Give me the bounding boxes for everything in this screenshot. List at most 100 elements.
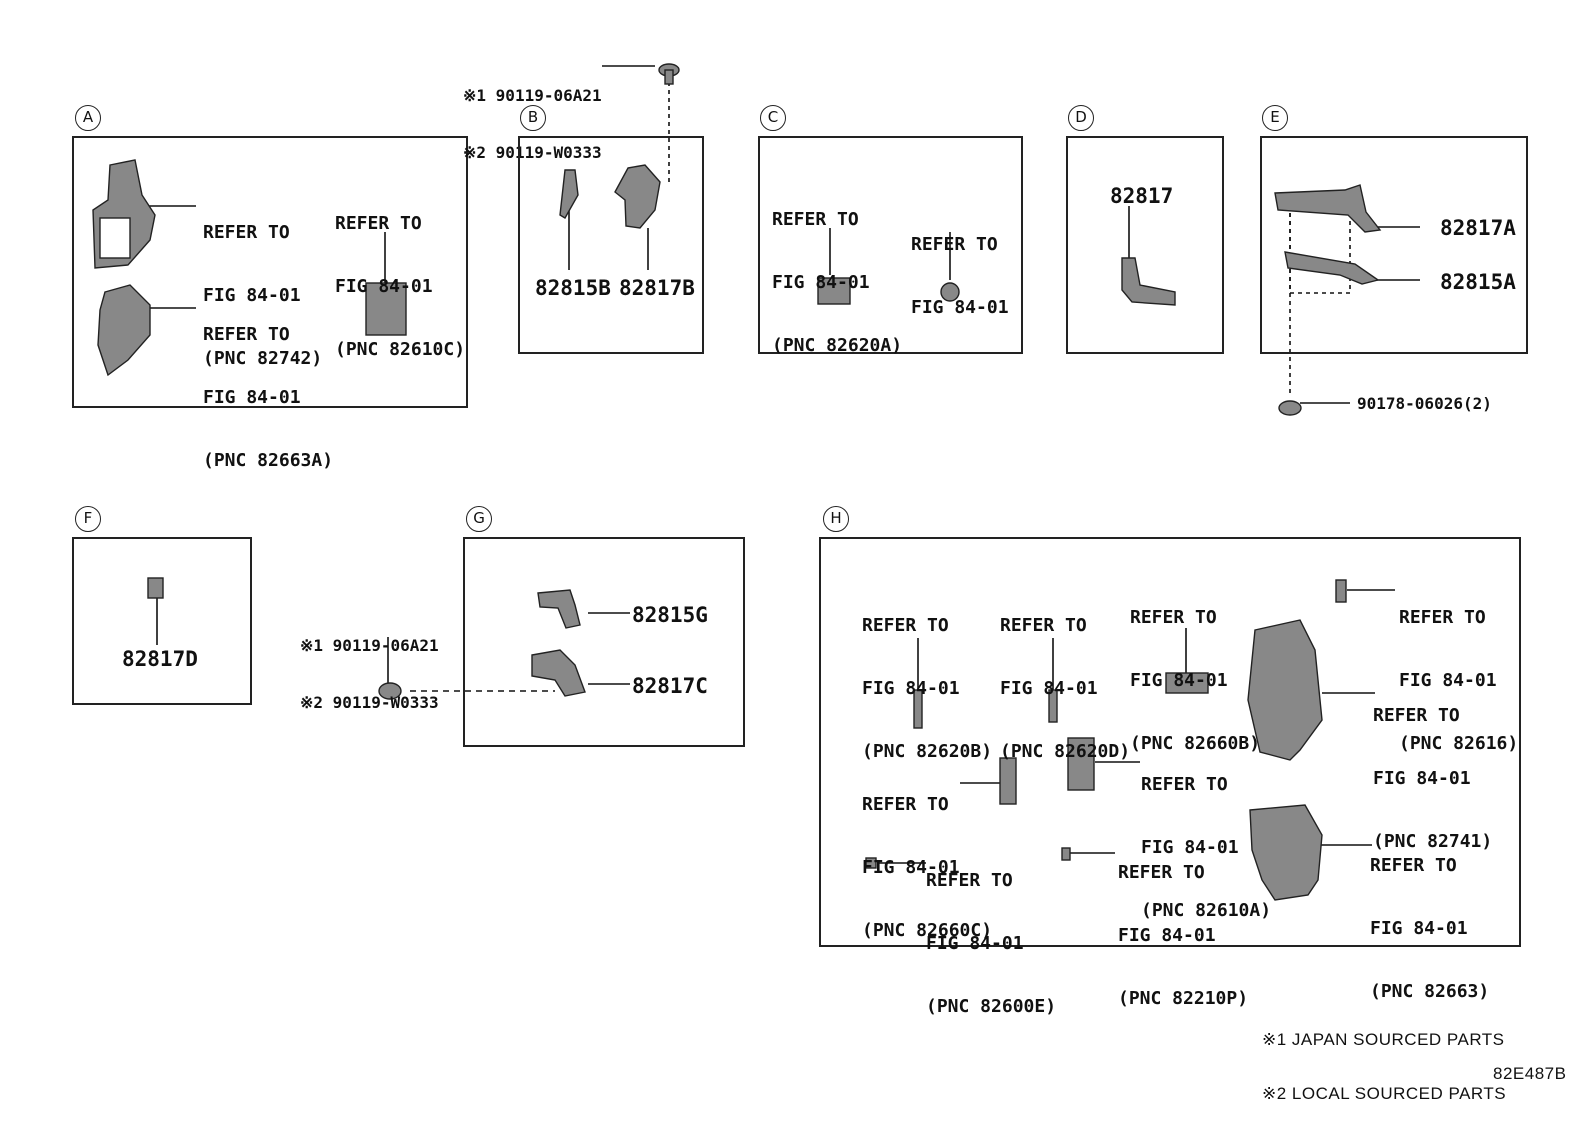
ref-h-82210p[interactable]: REFER TO FIG 84-01 (PNC 82210P) xyxy=(1118,820,1248,1030)
ref-line-3: (PNC 82620D) xyxy=(1000,741,1131,762)
ref-line-2: FIG 84-01 xyxy=(772,272,870,293)
part-sketch-82817 xyxy=(1121,257,1176,306)
ref-line-3: (PNC 82616) xyxy=(1399,733,1519,754)
footnotes: ※1 JAPAN SOURCED PARTS ※2 LOCAL SOURCED … xyxy=(1262,995,1506,1121)
ref-line-3: (PNC 82663) xyxy=(1370,981,1490,1002)
ref-h-82663[interactable]: REFER TO FIG 84-01 (PNC 82663) xyxy=(1370,813,1489,1023)
ref-line-2: FIG 84-01 xyxy=(911,297,1009,318)
ref-line-2: FIG 84-01 xyxy=(862,678,960,699)
ref-line-3: (PNC 82741) xyxy=(1373,831,1493,852)
ref-c-82620a[interactable]: REFER TO FIG 84-01 (PNC 82620A) xyxy=(772,167,902,377)
section-label-f: F xyxy=(75,506,101,532)
part-sketch-g-bolt xyxy=(378,682,402,700)
ref-line-3: (PNC 82210P) xyxy=(1118,988,1249,1009)
ref-line-1: REFER TO xyxy=(1370,855,1457,876)
ref-line-1: REFER TO xyxy=(1000,615,1087,636)
ref-a-82610c[interactable]: REFER TO FIG 84-01 (PNC 82610C) xyxy=(335,171,465,381)
section-box-f xyxy=(72,537,252,705)
part-number-82817a[interactable]: 82817A xyxy=(1440,216,1516,240)
section-label-d: D xyxy=(1068,105,1094,131)
ref-line-2: FIG 84-01 xyxy=(1118,925,1216,946)
bolt-callout-g[interactable]: ※1 90119-06A21 ※2 90119-W0333 xyxy=(300,598,439,731)
ref-h-82616[interactable]: REFER TO FIG 84-01 (PNC 82616) xyxy=(1399,565,1518,775)
section-box-c xyxy=(758,136,1023,354)
section-label-h: H xyxy=(823,506,849,532)
section-label-e: E xyxy=(1262,105,1288,131)
ref-line-3: (PNC 82663A) xyxy=(203,450,334,471)
bolt-line-1: ※1 90119-06A21 xyxy=(463,86,602,105)
ref-line-2: FIG 84-01 xyxy=(1141,837,1239,858)
section-box-d xyxy=(1066,136,1224,354)
ref-h-82610a[interactable]: REFER TO FIG 84-01 (PNC 82610A) xyxy=(1141,732,1271,942)
part-sketch-82817a xyxy=(1274,184,1382,233)
part-sketch-82600e xyxy=(865,857,877,869)
ref-line-3: (PNC 82600E) xyxy=(926,996,1057,1017)
bolt-line-2: ※2 90119-W0333 xyxy=(463,143,602,162)
part-sketch-82663a xyxy=(97,284,151,377)
part-number-82815a[interactable]: 82815A xyxy=(1440,270,1516,294)
ref-line-2: FIG 84-01 xyxy=(862,857,960,878)
part-number-82817[interactable]: 82817 xyxy=(1110,184,1174,208)
bolt-line-1: ※1 90119-06A21 xyxy=(300,636,439,655)
ref-line-1: REFER TO xyxy=(862,615,949,636)
ref-c-2[interactable]: REFER TO FIG 84-01 xyxy=(911,192,1009,339)
bolt-line-2: ※2 90119-W0333 xyxy=(300,693,439,712)
ref-h-82741[interactable]: REFER TO FIG 84-01 (PNC 82741) xyxy=(1373,663,1492,873)
part-sketch-82742-window xyxy=(99,217,131,259)
part-number-82815g[interactable]: 82815G xyxy=(632,603,708,627)
part-sketch-82620d xyxy=(1048,689,1058,723)
ref-line-1: REFER TO xyxy=(911,234,998,255)
ref-line-1: REFER TO xyxy=(1118,862,1205,883)
part-sketch-82660b xyxy=(1165,672,1209,694)
ref-line-3: (PNC 82660B) xyxy=(1130,733,1261,754)
part-sketch-82620b xyxy=(913,689,923,729)
ref-line-1: REFER TO xyxy=(926,870,1013,891)
ref-a-82742[interactable]: REFER TO FIG 84-01 (PNC 82742) xyxy=(203,180,322,390)
ref-line-3: (PNC 82660C) xyxy=(862,920,993,941)
section-label-a: A xyxy=(75,105,101,131)
bolt-callout-b[interactable]: ※1 90119-06A21 ※2 90119-W0333 xyxy=(463,48,602,181)
ref-line-1: REFER TO xyxy=(203,324,290,345)
ref-line-1: REFER TO xyxy=(772,209,859,230)
ref-line-3: (PNC 82620B) xyxy=(862,741,993,762)
ref-line-2: FIG 84-01 xyxy=(1373,768,1471,789)
part-number-82817d[interactable]: 82817D xyxy=(122,647,198,671)
part-number-90178-06026[interactable]: 90178-06026(2) xyxy=(1357,394,1492,413)
ref-line-2: FIG 84-01 xyxy=(1370,918,1468,939)
figure-code: 82E487B xyxy=(1493,1064,1567,1083)
section-box-b xyxy=(518,136,704,354)
ref-line-3: (PNC 82742) xyxy=(203,348,323,369)
ref-line-2: FIG 84-01 xyxy=(203,285,301,306)
section-label-g: G xyxy=(466,506,492,532)
ref-line-3: (PNC 82610C) xyxy=(335,339,466,360)
ref-line-3: (PNC 82620A) xyxy=(772,335,903,356)
part-sketch-82815b xyxy=(559,169,579,219)
ref-h-82660b[interactable]: REFER TO FIG 84-01 (PNC 82660B) xyxy=(1130,565,1260,775)
part-number-82817b[interactable]: 82817B xyxy=(619,276,695,300)
ref-line-1: REFER TO xyxy=(335,213,422,234)
ref-h-82600e[interactable]: REFER TO FIG 84-01 (PNC 82600E) xyxy=(926,828,1056,1038)
part-number-82817c[interactable]: 82817C xyxy=(632,674,708,698)
ref-line-1: REFER TO xyxy=(1373,705,1460,726)
part-sketch-82210p xyxy=(1061,847,1071,861)
part-sketch-82741 xyxy=(1247,619,1323,761)
ref-line-1: REFER TO xyxy=(203,222,290,243)
part-sketch-82817c xyxy=(531,649,586,697)
part-number-82815b[interactable]: 82815B xyxy=(535,276,611,300)
ref-a-82663a[interactable]: REFER TO FIG 84-01 (PNC 82663A) xyxy=(203,282,333,492)
part-sketch-82817d xyxy=(147,577,164,599)
part-sketch-c-clip xyxy=(940,282,960,302)
section-box-h xyxy=(819,537,1521,947)
ref-h-82620d[interactable]: REFER TO FIG 84-01 (PNC 82620D) xyxy=(1000,573,1130,783)
part-sketch-82815g xyxy=(537,589,581,629)
section-box-e xyxy=(1260,136,1528,354)
ref-line-2: FIG 84-01 xyxy=(1399,670,1497,691)
section-box-g xyxy=(463,537,745,747)
ref-h-82620b[interactable]: REFER TO FIG 84-01 (PNC 82620B) xyxy=(862,573,992,783)
footnote-japan-sourced: ※1 JAPAN SOURCED PARTS xyxy=(1262,1030,1505,1049)
part-sketch-82663 xyxy=(1249,804,1323,901)
part-sketch-82610c xyxy=(365,282,407,336)
ref-line-2: FIG 84-01 xyxy=(1000,678,1098,699)
ref-h-82660c[interactable]: REFER TO FIG 84-01 (PNC 82660C) xyxy=(862,752,992,962)
